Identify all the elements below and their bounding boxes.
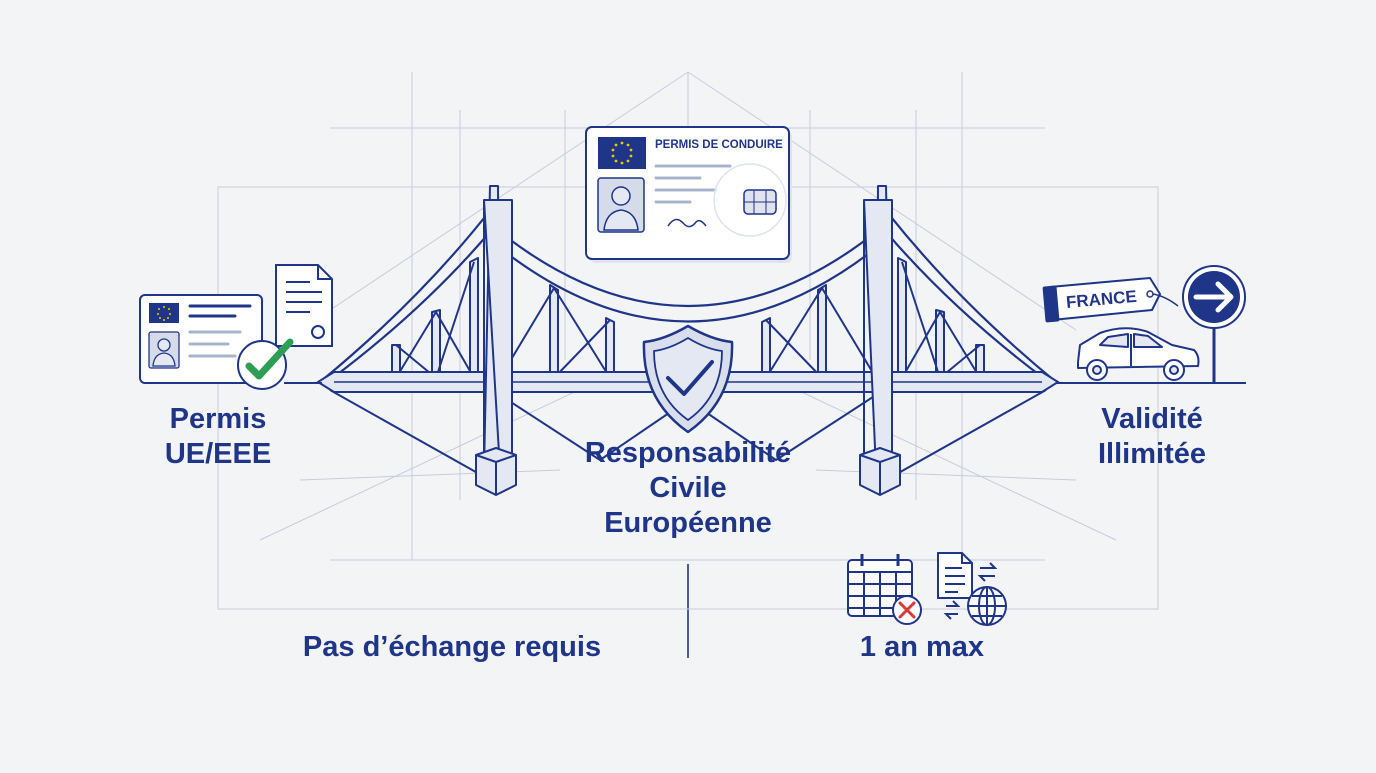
label-civil-liability-line3: Européenne (604, 506, 772, 539)
eu-license-card-icon (139, 294, 263, 384)
label-eu-license-line2: UE/EEE (164, 437, 272, 470)
green-checkmark-icon (237, 338, 294, 390)
car-icon (1077, 327, 1200, 381)
document-globe-exchange-icon (937, 552, 1007, 626)
label-unlimited-validity-line1: Validité (1101, 403, 1203, 435)
arrow-right-sign-icon (1182, 265, 1246, 383)
bridge-illustration (317, 185, 1059, 496)
shield-check-icon (642, 324, 734, 434)
label-one-year-max: 1 an max (859, 631, 985, 663)
label-eu-license: Permis UE/EEE (118, 402, 318, 472)
calendar-cross-icon (847, 554, 922, 625)
label-no-exchange: Pas d’échange requis (302, 631, 602, 663)
label-unlimited-validity: Validité Illimitée (1052, 402, 1252, 472)
driving-license-card-icon: PERMIS DE CONDUIRE (585, 126, 792, 263)
license-card-title: PERMIS DE CONDUIRE (655, 139, 783, 151)
document-icon (275, 264, 333, 347)
label-civil-liability-line1: Responsabilité (584, 437, 792, 469)
label-eu-license-line1: Permis (169, 403, 267, 435)
label-civil-liability: Responsabilité Civile Européenne (548, 436, 828, 540)
label-unlimited-validity-line2: Illimitée (1098, 437, 1206, 470)
label-civil-liability-line2: Civile (649, 471, 727, 504)
france-sign-icon: FRANCE (1042, 276, 1179, 323)
